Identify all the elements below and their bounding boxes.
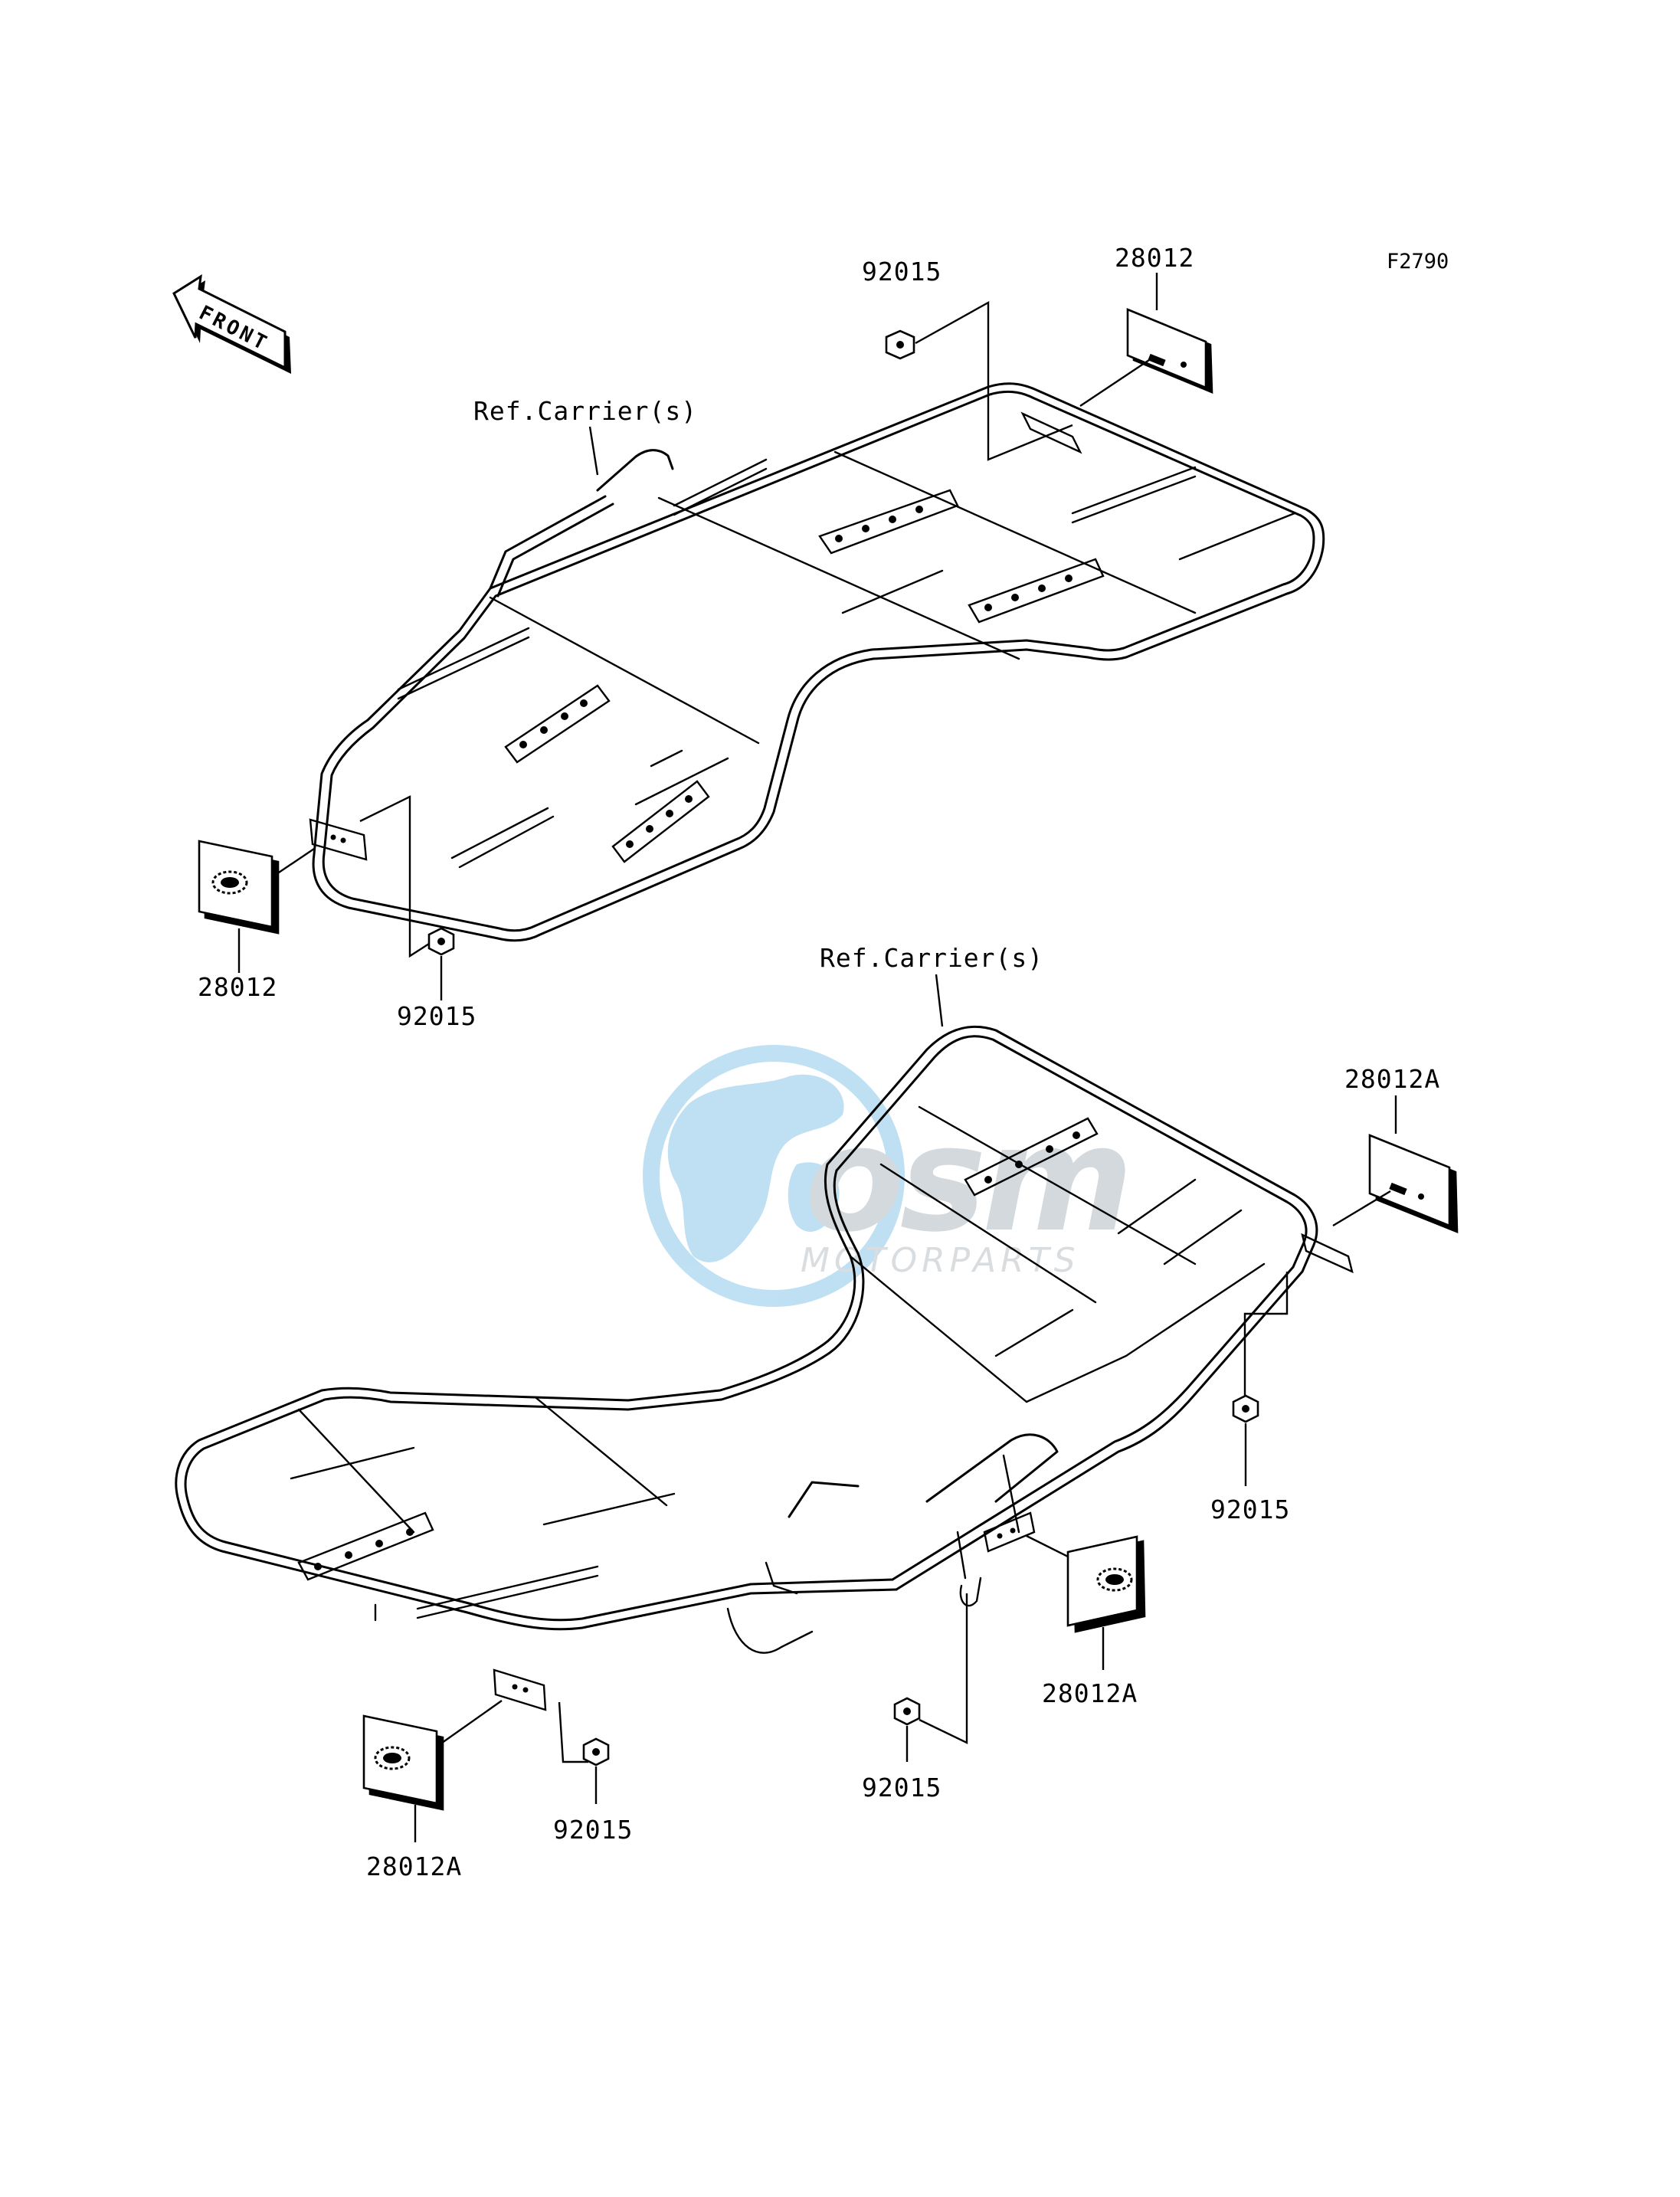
mounting-plate (611, 780, 710, 863)
upper-carrier-frame (309, 382, 1325, 942)
reflector-28012-upper-bottom-left (198, 840, 280, 935)
mounting-plate (964, 1117, 1099, 1197)
nut-92015-lower-middle (893, 1697, 921, 1726)
lower-carrier-frame (175, 1025, 1354, 1711)
mounting-plate (968, 558, 1105, 624)
figure-code: F2790 (1387, 250, 1449, 273)
reflector-pattern-icon (374, 1746, 411, 1770)
nut-92015-lower-right (1232, 1394, 1259, 1423)
reflector-pattern-icon (211, 870, 248, 895)
callout-28012-upper-right: 28012 (1115, 243, 1194, 273)
upper-ref-carrier-label: Ref.Carrier(s) (473, 396, 697, 426)
front-direction-arrow-icon: FRONT (172, 274, 291, 374)
callout-92015-lower-middle: 92015 (862, 1773, 942, 1802)
reflector-28012A-lower-middle (1066, 1535, 1146, 1633)
callout-92015-lower-right: 92015 (1210, 1495, 1290, 1524)
reflector-28012A-lower-bottom-left (362, 1714, 444, 1811)
callout-92015-lower-bottom-left: 92015 (553, 1815, 633, 1845)
reflector-28012-upper-right (1126, 308, 1213, 394)
callout-92015-upper-bottom-left: 92015 (397, 1001, 476, 1031)
mounting-plate (297, 1511, 434, 1581)
callout-28012A-lower-bottom-left: 28012A (366, 1852, 462, 1881)
globe-logo-icon (643, 1045, 905, 1307)
mounting-plate (504, 684, 611, 764)
callout-28012-upper-bottom-left: 28012 (198, 972, 277, 1002)
nut-92015-upper-bottom-left (427, 927, 455, 956)
nut-92015-lower-bottom-left (582, 1737, 610, 1766)
reflector-28012A-lower-right (1368, 1134, 1459, 1233)
callout-28012A-lower-right: 28012A (1344, 1064, 1440, 1094)
callout-28012A-lower-middle: 28012A (1042, 1678, 1138, 1708)
lower-ref-carrier-label: Ref.Carrier(s) (820, 943, 1043, 973)
callout-92015-upper-top: 92015 (862, 257, 942, 286)
mounting-plate (818, 489, 959, 555)
nut-92015-upper-top (885, 329, 915, 360)
reflector-pattern-icon (1096, 1567, 1133, 1592)
watermark: osm MOTORPARTS (643, 1045, 1134, 1307)
watermark-subtext: MOTORPARTS (801, 1241, 1080, 1280)
